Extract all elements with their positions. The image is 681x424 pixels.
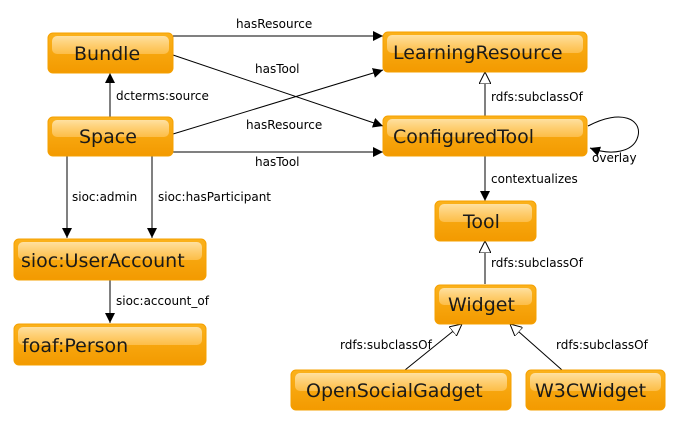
node-w3c-widget: W3CWidget bbox=[525, 369, 666, 411]
node-label-space: Space bbox=[79, 126, 137, 148]
edge-label-space-participant: sioc:hasParticipant bbox=[158, 190, 271, 204]
node-learning-resource: LearningResource bbox=[382, 31, 588, 73]
edge-label-bundle-has-tool: hasTool bbox=[255, 62, 300, 76]
edge-label-overlay: overlay bbox=[592, 151, 637, 165]
edge-label-space-source: dcterms:source bbox=[116, 89, 209, 103]
node-label-user-account: sioc:UserAccount bbox=[21, 250, 185, 272]
node-person: foaf:Person bbox=[13, 323, 207, 366]
node-label-tool: Tool bbox=[462, 211, 500, 233]
node-space: Space bbox=[47, 116, 174, 157]
edge-label-space-has-resource: hasResource bbox=[246, 118, 322, 132]
edge-label-account-of: sioc:account_of bbox=[116, 294, 210, 308]
node-opensocial-gadget: OpenSocialGadget bbox=[290, 369, 512, 411]
edge-label-widget-subclass: rdfs:subclassOf bbox=[491, 256, 584, 270]
edge-label-w3c-subclass: rdfs:subclassOf bbox=[556, 338, 649, 352]
node-user-account: sioc:UserAccount bbox=[13, 238, 207, 281]
node-label-learning-resource: LearningResource bbox=[393, 42, 563, 64]
node-label-person: foaf:Person bbox=[22, 335, 128, 357]
node-label-bundle: Bundle bbox=[74, 43, 140, 65]
edge-label-contextualizes: contextualizes bbox=[491, 172, 578, 186]
edge-w3c-subclass bbox=[510, 324, 563, 371]
edge-bundle-has-tool bbox=[172, 54, 384, 128]
edge-label-bundle-has-resource: hasResource bbox=[236, 17, 312, 31]
edges bbox=[62, 31, 639, 371]
edge-label-space-admin: sioc:admin bbox=[72, 190, 137, 204]
node-label-widget: Widget bbox=[448, 294, 515, 316]
node-label-opensocial-gadget: OpenSocialGadget bbox=[306, 380, 483, 402]
node-tool: Tool bbox=[434, 200, 537, 242]
node-widget: Widget bbox=[434, 284, 537, 325]
edge-label-configured-subclass: rdfs:subclassOf bbox=[491, 90, 584, 104]
node-label-w3c-widget: W3CWidget bbox=[535, 380, 646, 402]
edge-gadget-subclass bbox=[404, 324, 462, 371]
edge-label-gadget-subclass: rdfs:subclassOf bbox=[340, 338, 433, 352]
node-configured-tool: ConfiguredTool bbox=[382, 115, 588, 157]
edge-space-has-resource bbox=[172, 68, 384, 135]
node-bundle: Bundle bbox=[47, 32, 174, 74]
edge-label-space-has-tool: hasTool bbox=[255, 155, 300, 169]
node-label-configured-tool: ConfiguredTool bbox=[393, 126, 534, 148]
edge-labels: hasResource hasTool dcterms:source hasRe… bbox=[72, 17, 649, 352]
edge-overlay bbox=[587, 116, 639, 157]
